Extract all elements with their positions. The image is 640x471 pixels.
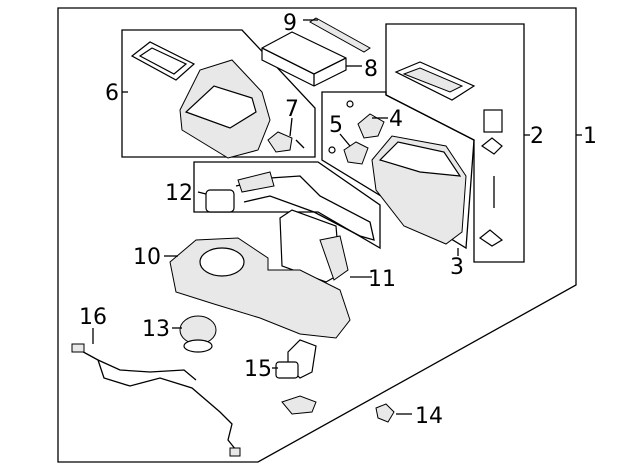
part-7-actuator — [267, 131, 305, 153]
part-12-heater-core — [205, 171, 375, 241]
callout-15: 15 — [244, 357, 272, 382]
part-11-evaporator — [279, 209, 349, 283]
part-2-components — [394, 61, 504, 247]
part-13-blower-motor — [179, 315, 217, 353]
part-3-heater-case — [371, 135, 467, 245]
part-14-sensor — [375, 403, 395, 423]
part-10-lower-case — [169, 237, 351, 339]
callout-11: 11 — [368, 267, 396, 292]
part-8-cabin-filter — [261, 31, 347, 87]
callout-7: 7 — [285, 97, 299, 122]
assembly-boundary — [57, 7, 577, 463]
part-6-blower-housing — [179, 59, 271, 159]
callout-4: 4 — [389, 107, 403, 132]
callout-8: 8 — [364, 57, 378, 82]
group-box-6 — [121, 29, 316, 158]
part-4-5-actuators — [328, 100, 385, 165]
group-box-12 — [193, 161, 381, 250]
part-16-wire-harness — [71, 343, 241, 457]
part-module — [281, 395, 317, 415]
leader-lines — [92, 19, 582, 415]
callout-9: 9 — [283, 11, 297, 36]
callout-6: 6 — [105, 81, 119, 106]
group-box-3 — [321, 91, 475, 250]
callout-10: 10 — [133, 245, 161, 270]
callout-14: 14 — [415, 404, 443, 429]
callout-3: 3 — [450, 255, 464, 280]
callout-1: 1 — [583, 124, 597, 149]
callout-2: 2 — [530, 124, 544, 149]
callout-13: 13 — [142, 317, 170, 342]
part-6-seal — [130, 41, 196, 81]
callout-16: 16 — [79, 305, 107, 330]
part-15-seal-grommet — [275, 339, 317, 379]
callout-12: 12 — [165, 181, 193, 206]
part-9-filter-strip — [309, 17, 371, 53]
callout-5: 5 — [329, 113, 343, 138]
